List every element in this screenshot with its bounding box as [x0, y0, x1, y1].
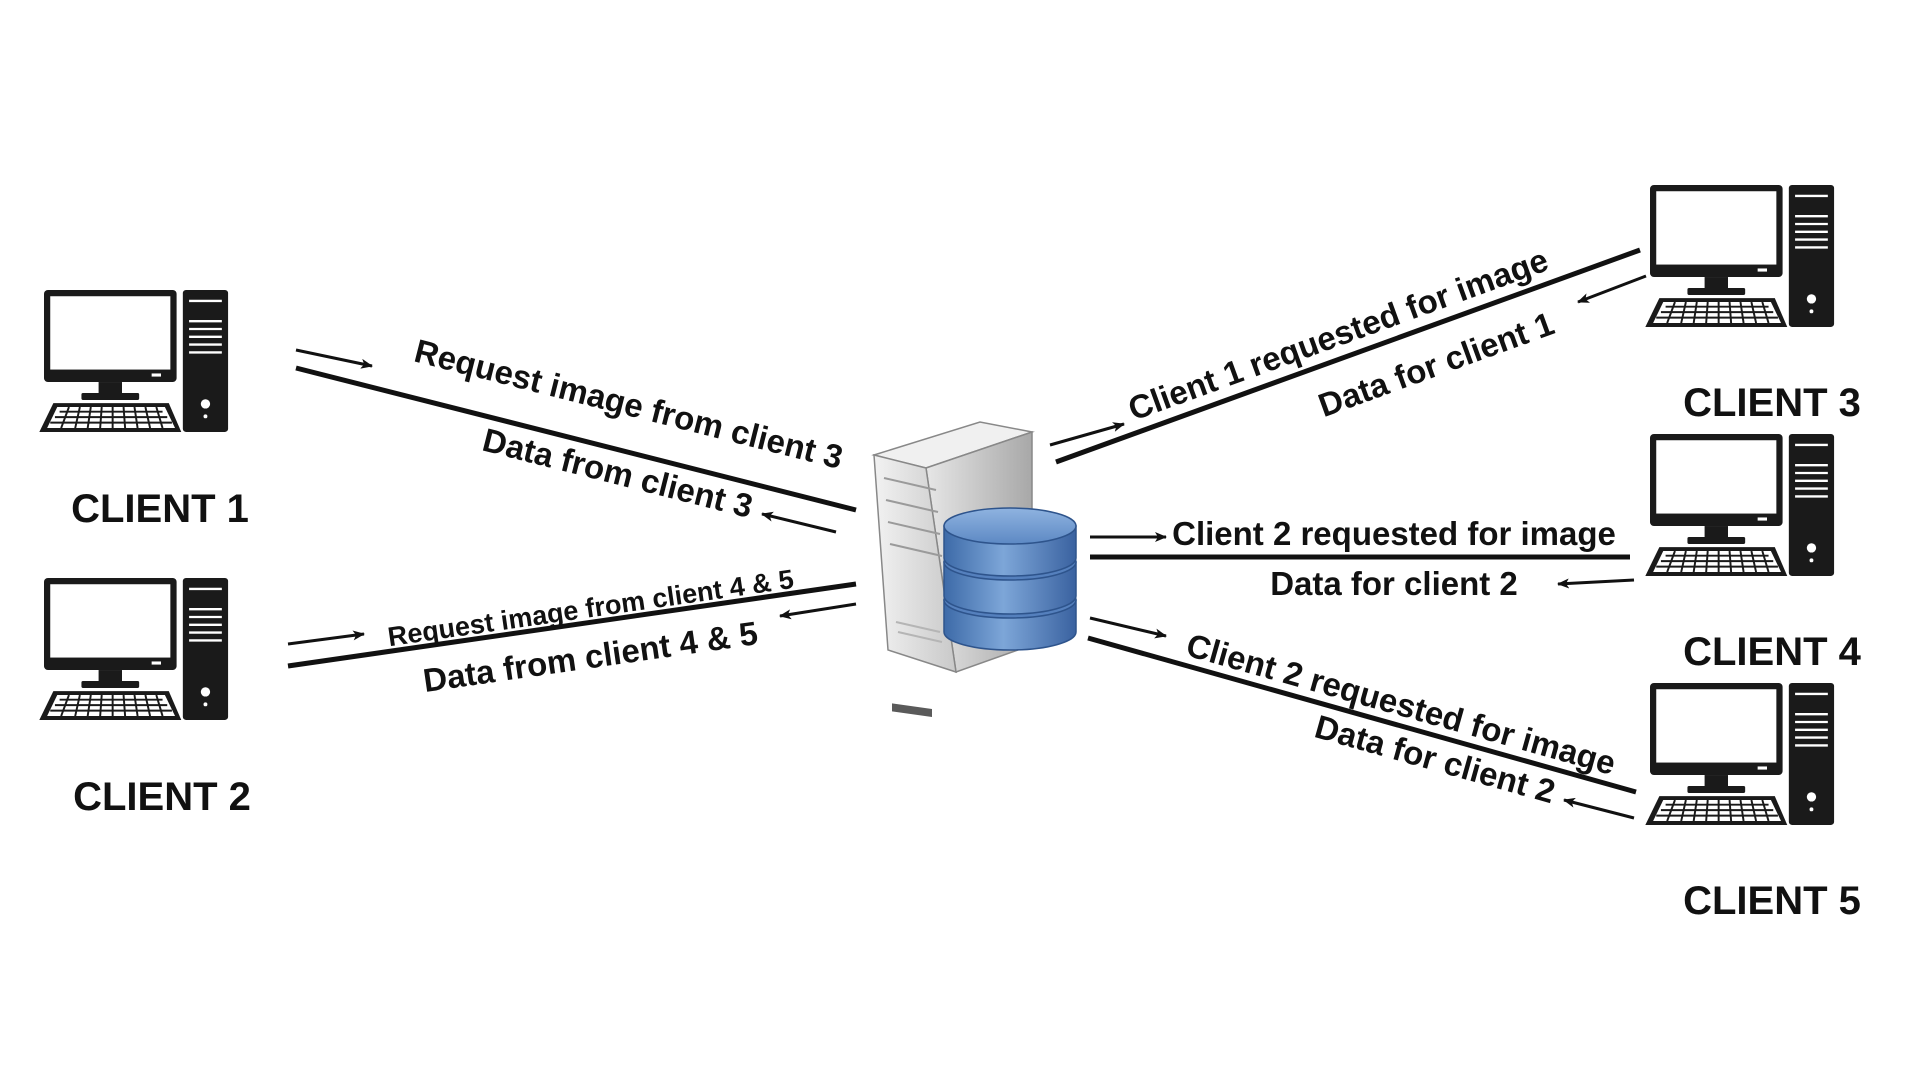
connection-line — [1087, 635, 1637, 795]
request-arrow — [295, 348, 373, 369]
connection-line — [1055, 247, 1641, 465]
client-1-label: CLIENT 1 — [71, 487, 249, 531]
response-arrow — [1577, 274, 1647, 304]
request-arrow — [1089, 616, 1167, 639]
desktop-computer-icon[interactable] — [1644, 432, 1836, 578]
request-arrow — [1049, 422, 1125, 447]
database-cylinder-icon — [943, 507, 1077, 651]
request-label-client-4: Client 2 requested for image — [1172, 515, 1616, 552]
response-arrow — [1563, 797, 1635, 820]
response-arrow — [779, 602, 857, 620]
response-arrow — [1557, 578, 1635, 589]
desktop-computer-icon[interactable] — [1644, 681, 1836, 827]
desktop-computer-icon[interactable] — [38, 576, 230, 722]
desktop-computer-icon[interactable] — [1644, 183, 1836, 329]
client-5-label: CLIENT 5 — [1683, 879, 1861, 923]
connection-line — [295, 365, 857, 513]
connection-line — [287, 581, 857, 669]
client-2-label: CLIENT 2 — [73, 775, 251, 819]
client-3-label: CLIENT 3 — [1683, 381, 1861, 425]
request-arrow — [287, 630, 365, 646]
response-label-client-4: Data for client 2 — [1270, 565, 1518, 602]
response-arrow — [761, 511, 837, 534]
client-4-label: CLIENT 4 — [1683, 630, 1862, 674]
desktop-computer-icon[interactable] — [38, 288, 230, 434]
